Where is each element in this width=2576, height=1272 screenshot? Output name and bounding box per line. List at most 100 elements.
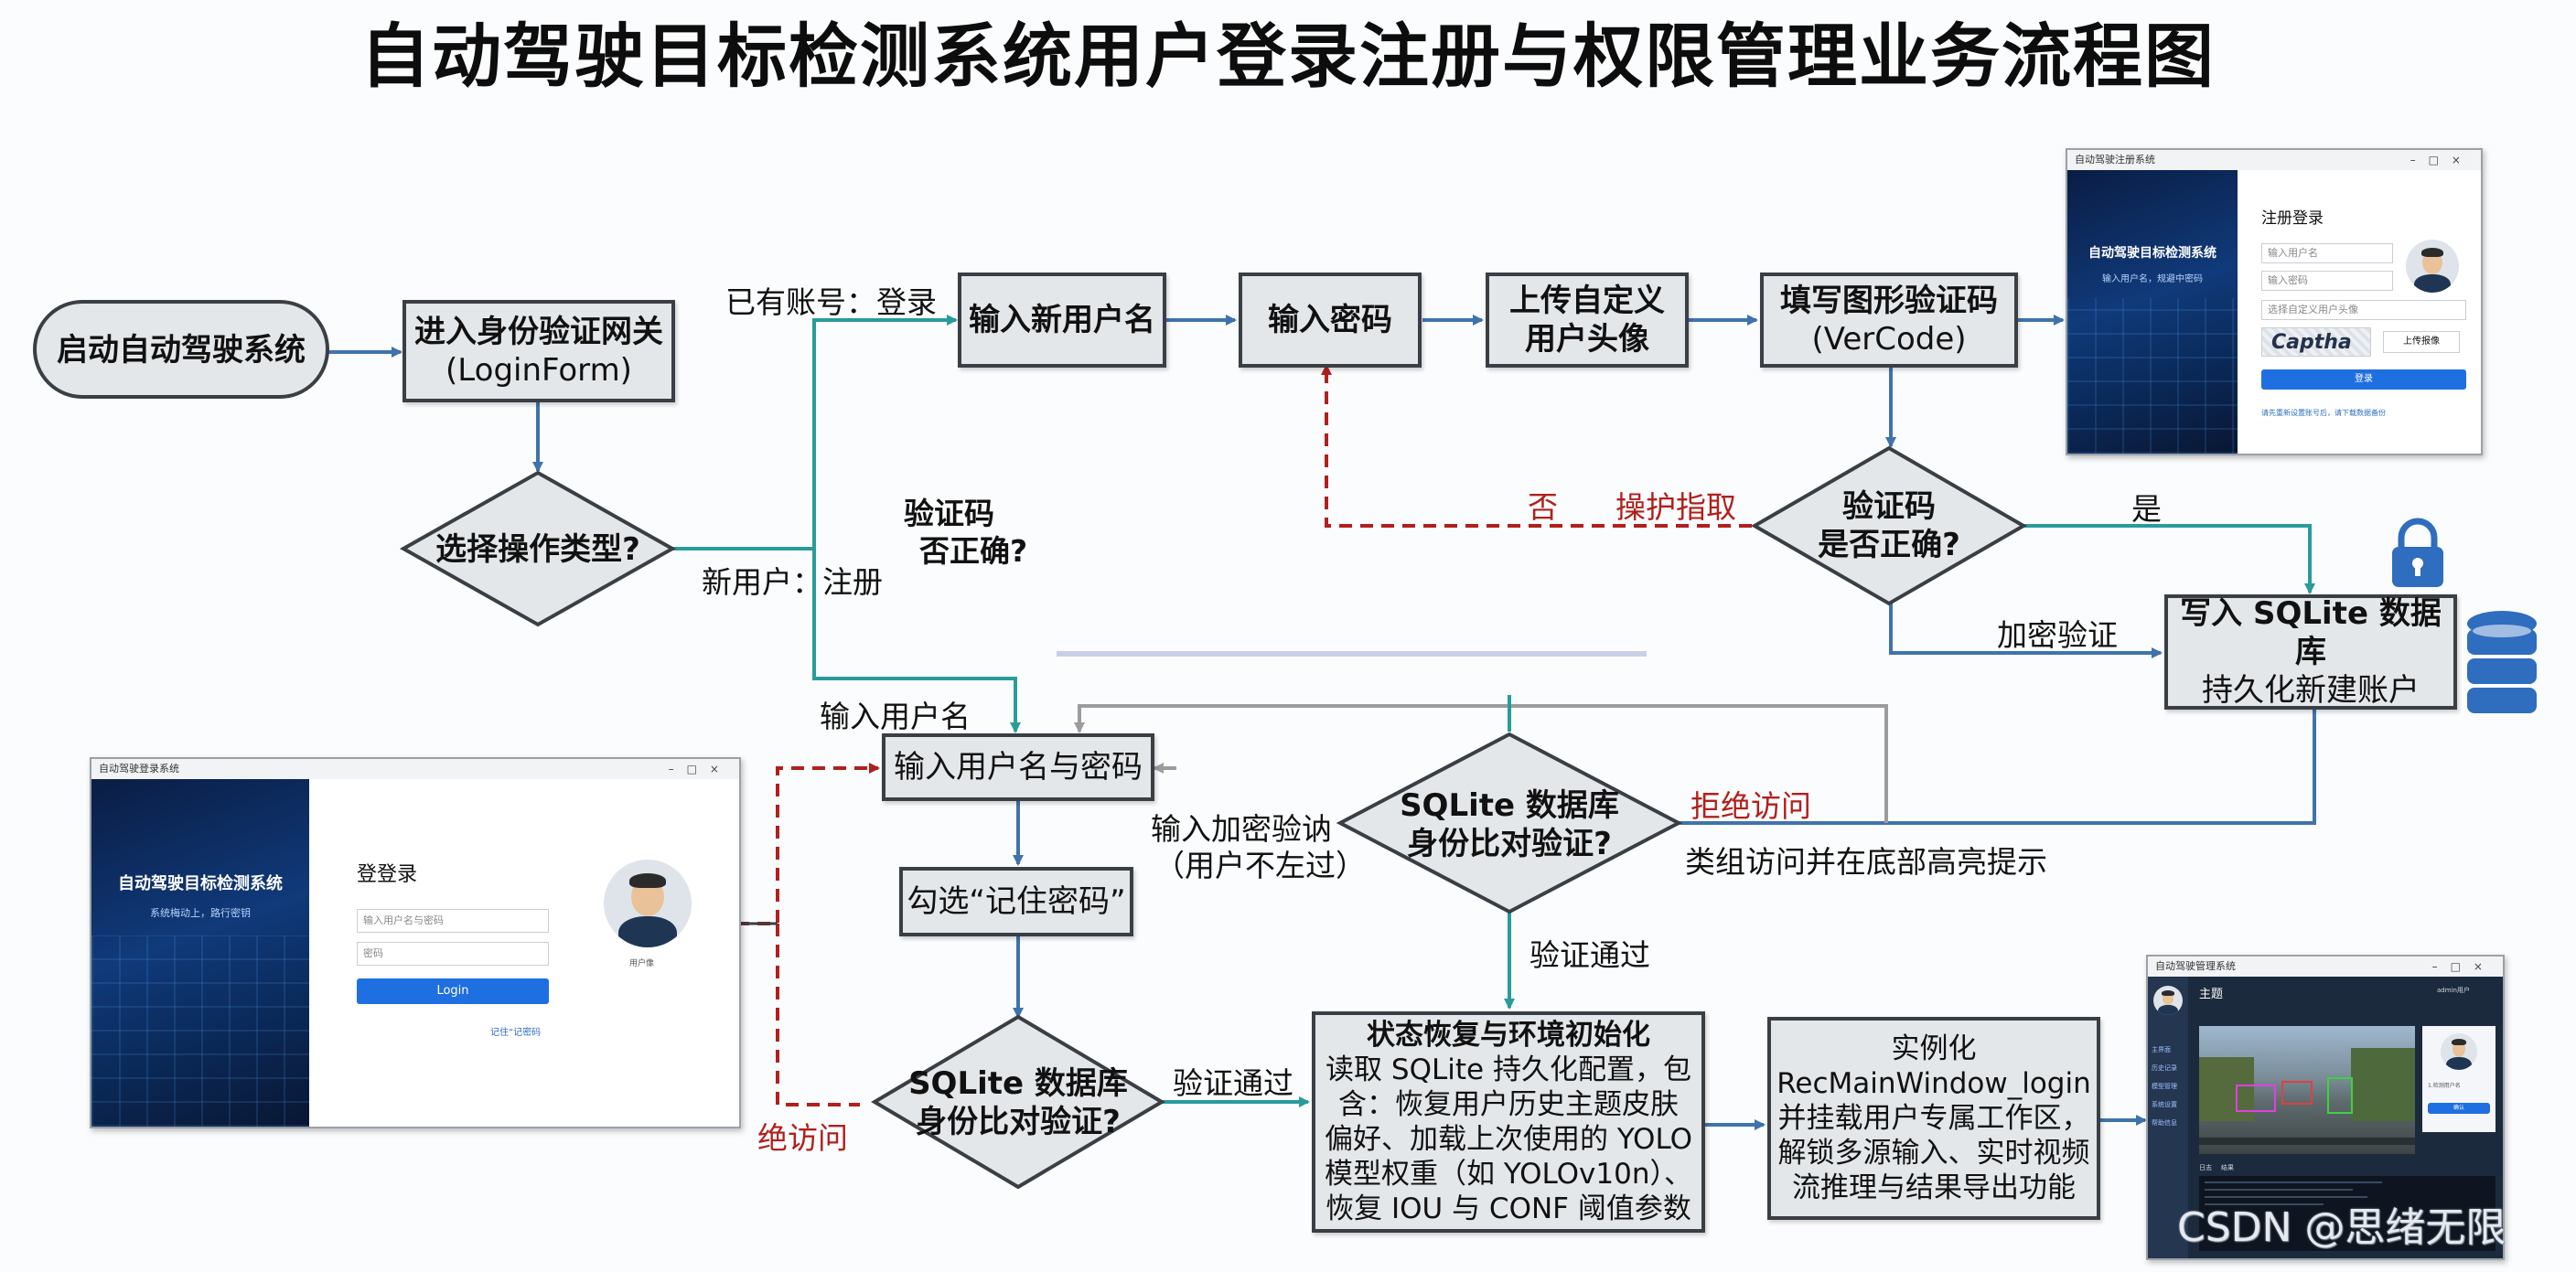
instance-line: 实例化 (1891, 1032, 1977, 1065)
register-avatar (2406, 240, 2459, 293)
menu-item[interactable]: 系统设置 (2152, 1101, 2177, 1108)
label-new-user: 新用户：注册 (702, 564, 883, 600)
decision-sqlite-bottom (871, 1014, 1165, 1190)
upload-avatar-l1: 上传自定义 (1509, 283, 1665, 319)
window-controls-icon[interactable]: –□× (2410, 154, 2474, 166)
instance-line: 解锁多源输入、实时视频 (1777, 1137, 2090, 1170)
remember-label: 勾选“记住密码” (907, 883, 1126, 920)
label-floating-l2: 否正确? (919, 533, 1028, 569)
login-password-input[interactable]: 密码 (357, 942, 549, 966)
input-password-box: 输入密码 (1239, 273, 1422, 368)
new-username-box: 输入新用户名 (958, 273, 1166, 368)
decision-op-type (399, 470, 677, 627)
login-submit-button[interactable]: Login (357, 978, 549, 1004)
gateway-title: 进入身份验证网关 (414, 314, 663, 350)
label-no: 否 (1528, 489, 1558, 525)
restore-line: 偏好、加载上次使用的 YOLO (1324, 1123, 1693, 1156)
gateway-box: 进入身份验证网关 (LoginForm) (402, 300, 675, 402)
sqlite-top-l1: SQLite 数据库 (1400, 787, 1619, 824)
main-sidebar: 主界面 历史记录 模型管理 系统设置 帮助信息 (2148, 977, 2188, 1258)
database-icon (2467, 611, 2537, 713)
captcha-check-l1: 验证码 (1842, 488, 1936, 525)
main-right-avatar (2441, 1033, 2477, 1070)
login-remember-checkbox[interactable]: 记住“记密码 (490, 1028, 542, 1038)
register-username-input[interactable]: 输入用户名 (2261, 243, 2393, 263)
register-brand-panel: 自动驾驶目标检测系统 输入用户名，规避中密码 (2067, 170, 2238, 454)
start-label: 启动自动驾驶系统 (57, 332, 306, 369)
upload-avatar-box: 上传自定义 用户头像 (1486, 273, 1689, 368)
label-deny-hint: 类组访问并在底部高亮提示 (1685, 844, 2047, 880)
label-retry: 操护指取 (1615, 489, 1736, 525)
menu-item[interactable]: 帮助信息 (2152, 1119, 2177, 1127)
register-footer[interactable]: 请先重新设置账号后，请下载数据备份 (2261, 409, 2386, 417)
register-submit-button[interactable]: 登录 (2261, 369, 2466, 390)
main-confirm-button[interactable]: 确认 (2428, 1103, 2490, 1114)
remember-box: 勾选“记住密码” (899, 867, 1133, 936)
main-right-label: 1.检测用户名 (2428, 1083, 2461, 1089)
main-header: 主题 (2199, 988, 2224, 1001)
lock-icon (2392, 518, 2443, 587)
new-username-label: 输入新用户名 (969, 302, 1155, 338)
login-username-input[interactable]: 输入用户名与密码 (357, 909, 549, 933)
sqlite-bottom-l1: SQLite 数据库 (908, 1065, 1128, 1102)
main-tab[interactable]: 日志 (2199, 1164, 2212, 1171)
register-upload-button[interactable]: 上传报像 (2383, 331, 2460, 353)
restore-line: 模型权重（如 YOLOv10n）、 (1324, 1158, 1692, 1191)
login-brand-title: 自动驾驶目标检测系统 (118, 874, 283, 893)
login-form-title: 登登录 (357, 863, 418, 886)
menu-item[interactable]: 模型管理 (2152, 1083, 2177, 1090)
restore-line: 恢复 IOU 与 CONF 阈值参数 (1326, 1192, 1691, 1225)
login-title: 自动驾驶登录系统 (99, 763, 179, 775)
label-input-encrypt-l1: 输入加密验讷 (1151, 811, 1332, 847)
main-right-panel: 1.检测用户名 确认 (2422, 1026, 2496, 1132)
login-titlebar: 自动驾驶登录系统 –□× (91, 759, 739, 779)
main-window: 自动驾驶管理系统 –□× 主界面 历史记录 模型管理 系统设置 帮助信息 主题 a… (2146, 955, 2505, 1260)
decision-sqlite-top (1336, 732, 1683, 914)
main-tab[interactable]: 结果 (2221, 1164, 2234, 1171)
login-brand-sub: 系统梅动上，路行密钥 (150, 907, 251, 919)
captcha-l1: 填写图形验证码 (1780, 283, 1998, 319)
menu-item[interactable]: 历史记录 (2152, 1064, 2177, 1072)
register-brand-title: 自动驾驶目标检测系统 (2088, 246, 2216, 261)
menu-item[interactable]: 主界面 (2152, 1046, 2171, 1053)
instance-line: RecMainWindow_login (1776, 1067, 2091, 1100)
main-title: 自动驾驶管理系统 (2155, 960, 2236, 972)
write-db-box: 写入 SQLite 数据库 持久化新建账户 (2164, 594, 2457, 710)
register-password-input[interactable]: 输入密码 (2261, 271, 2393, 291)
register-title: 自动驾驶注册系统 (2075, 154, 2155, 166)
register-titlebar: 自动驾驶注册系统 –□× (2067, 150, 2481, 170)
detection-video (2199, 1026, 2415, 1154)
label-has-account: 已有账号：登录 (725, 284, 937, 320)
login-window: 自动驾驶登录系统 –□× 自动驾驶目标检测系统 系统梅动上，路行密钥 登登录 输入… (90, 757, 741, 1128)
label-input-encrypt-l2: （用户不左过） (1154, 848, 1366, 883)
login-avatar (604, 860, 692, 947)
window-controls-icon[interactable]: –□× (2431, 960, 2496, 973)
restore-title: 状态恢复与环境初始化 (1367, 1019, 1650, 1052)
login-avatar-caption: 用户像 (629, 959, 655, 968)
instance-line: 流推理与结果导出功能 (1792, 1171, 2076, 1204)
label-deny-left: 绝访问 (757, 1120, 848, 1156)
register-form-title: 注册登录 (2261, 209, 2324, 228)
register-brand-sub: 输入用户名，规避中密码 (2102, 274, 2203, 284)
instance-box: 实例化 RecMainWindow_login 并挂载用户专属工作区， 解锁多源… (1767, 1017, 2100, 1220)
restore-line: 读取 SQLite 持久化配置，包 (1326, 1053, 1691, 1086)
write-db-l2: 持久化新建账户 (2202, 672, 2420, 709)
write-db-l1: 写入 SQLite 数据库 (2180, 595, 2442, 670)
captcha-l2: (VerCode) (1811, 321, 1967, 358)
main-avatar (2153, 986, 2183, 1015)
label-input-username: 输入用户名 (820, 699, 971, 734)
window-controls-icon[interactable]: –□× (668, 763, 732, 775)
register-avatar-input[interactable]: 选择自定义用户头像 (2261, 300, 2466, 320)
login-input-label: 输入用户名与密码 (894, 749, 1143, 786)
label-pass-top: 验证通过 (1530, 937, 1650, 973)
decision-captcha (1751, 445, 2027, 606)
watermark: CSDN @思绪无限 (2177, 1204, 2506, 1251)
captcha-box: 填写图形验证码 (VerCode) (1760, 273, 2018, 368)
label-encrypt: 加密验证 (1997, 617, 2118, 653)
captcha-image[interactable]: Captha (2261, 327, 2371, 357)
gateway-sub: (LoginForm) (445, 352, 632, 389)
captcha-check-l2: 是否正确? (1818, 527, 1960, 563)
main-user[interactable]: admin用户 (2437, 987, 2470, 994)
input-password-label: 输入密码 (1268, 302, 1392, 338)
